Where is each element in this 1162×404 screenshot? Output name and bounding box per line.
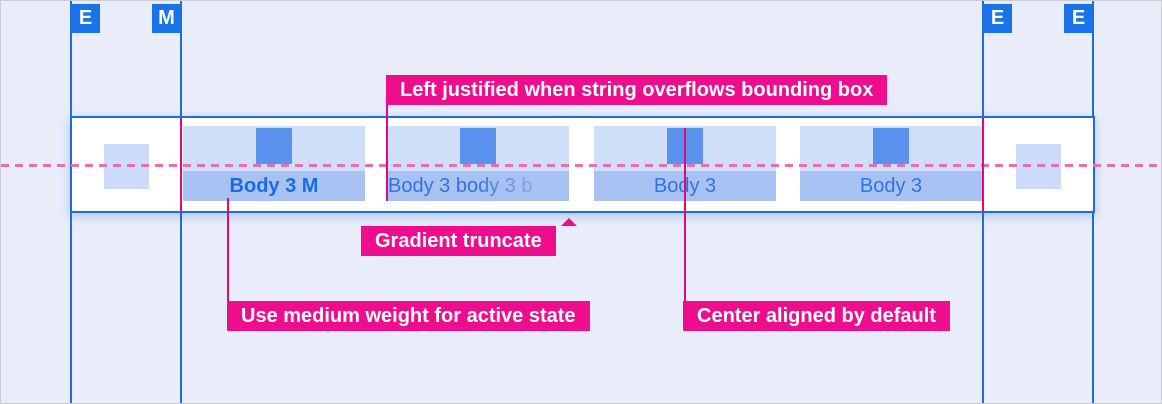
placeholder-icon <box>873 128 909 164</box>
annotation-left-justified: Left justified when string overflows bou… <box>386 75 888 105</box>
tab-icon-area <box>800 126 982 171</box>
connector-center-aligned <box>684 128 686 302</box>
margin-badge-e-right-inner: E <box>983 4 1012 33</box>
tab-item-active: Body 3 M <box>183 126 365 201</box>
annotation-medium-weight: Use medium weight for active state <box>227 301 590 331</box>
margin-badge-e-left: E <box>71 4 100 33</box>
placeholder-icon <box>460 128 496 164</box>
gradient-truncate-fade <box>474 171 569 201</box>
tab-icon-area <box>183 126 365 171</box>
annotation-center-aligned: Center aligned by default <box>683 301 950 331</box>
tab-label: Body 3 <box>800 171 982 201</box>
annotation-gradient-truncate: Gradient truncate <box>361 226 556 256</box>
margin-badge-e-right-outer: E <box>1064 4 1093 33</box>
caret-up-icon <box>561 218 577 226</box>
tab-label-truncated: Body 3 body 3 b <box>387 171 569 201</box>
tab-item-truncated: Body 3 body 3 b <box>387 126 569 201</box>
tab-item: Body 3 <box>800 126 982 201</box>
margin-segment-right <box>982 118 984 211</box>
tab-label-text: Body 3 M <box>229 175 319 197</box>
margin-badge-m: M <box>152 4 181 33</box>
connector-left-justified <box>386 105 388 201</box>
baseline-dashed-line <box>1 164 1161 167</box>
margin-segment-left <box>180 118 182 211</box>
tab-icon-area <box>387 126 569 171</box>
placeholder-icon <box>256 128 292 164</box>
tab-label-text: Body 3 <box>859 175 923 197</box>
tab-label-active: Body 3 M <box>183 171 365 201</box>
connector-medium-weight <box>227 198 229 302</box>
